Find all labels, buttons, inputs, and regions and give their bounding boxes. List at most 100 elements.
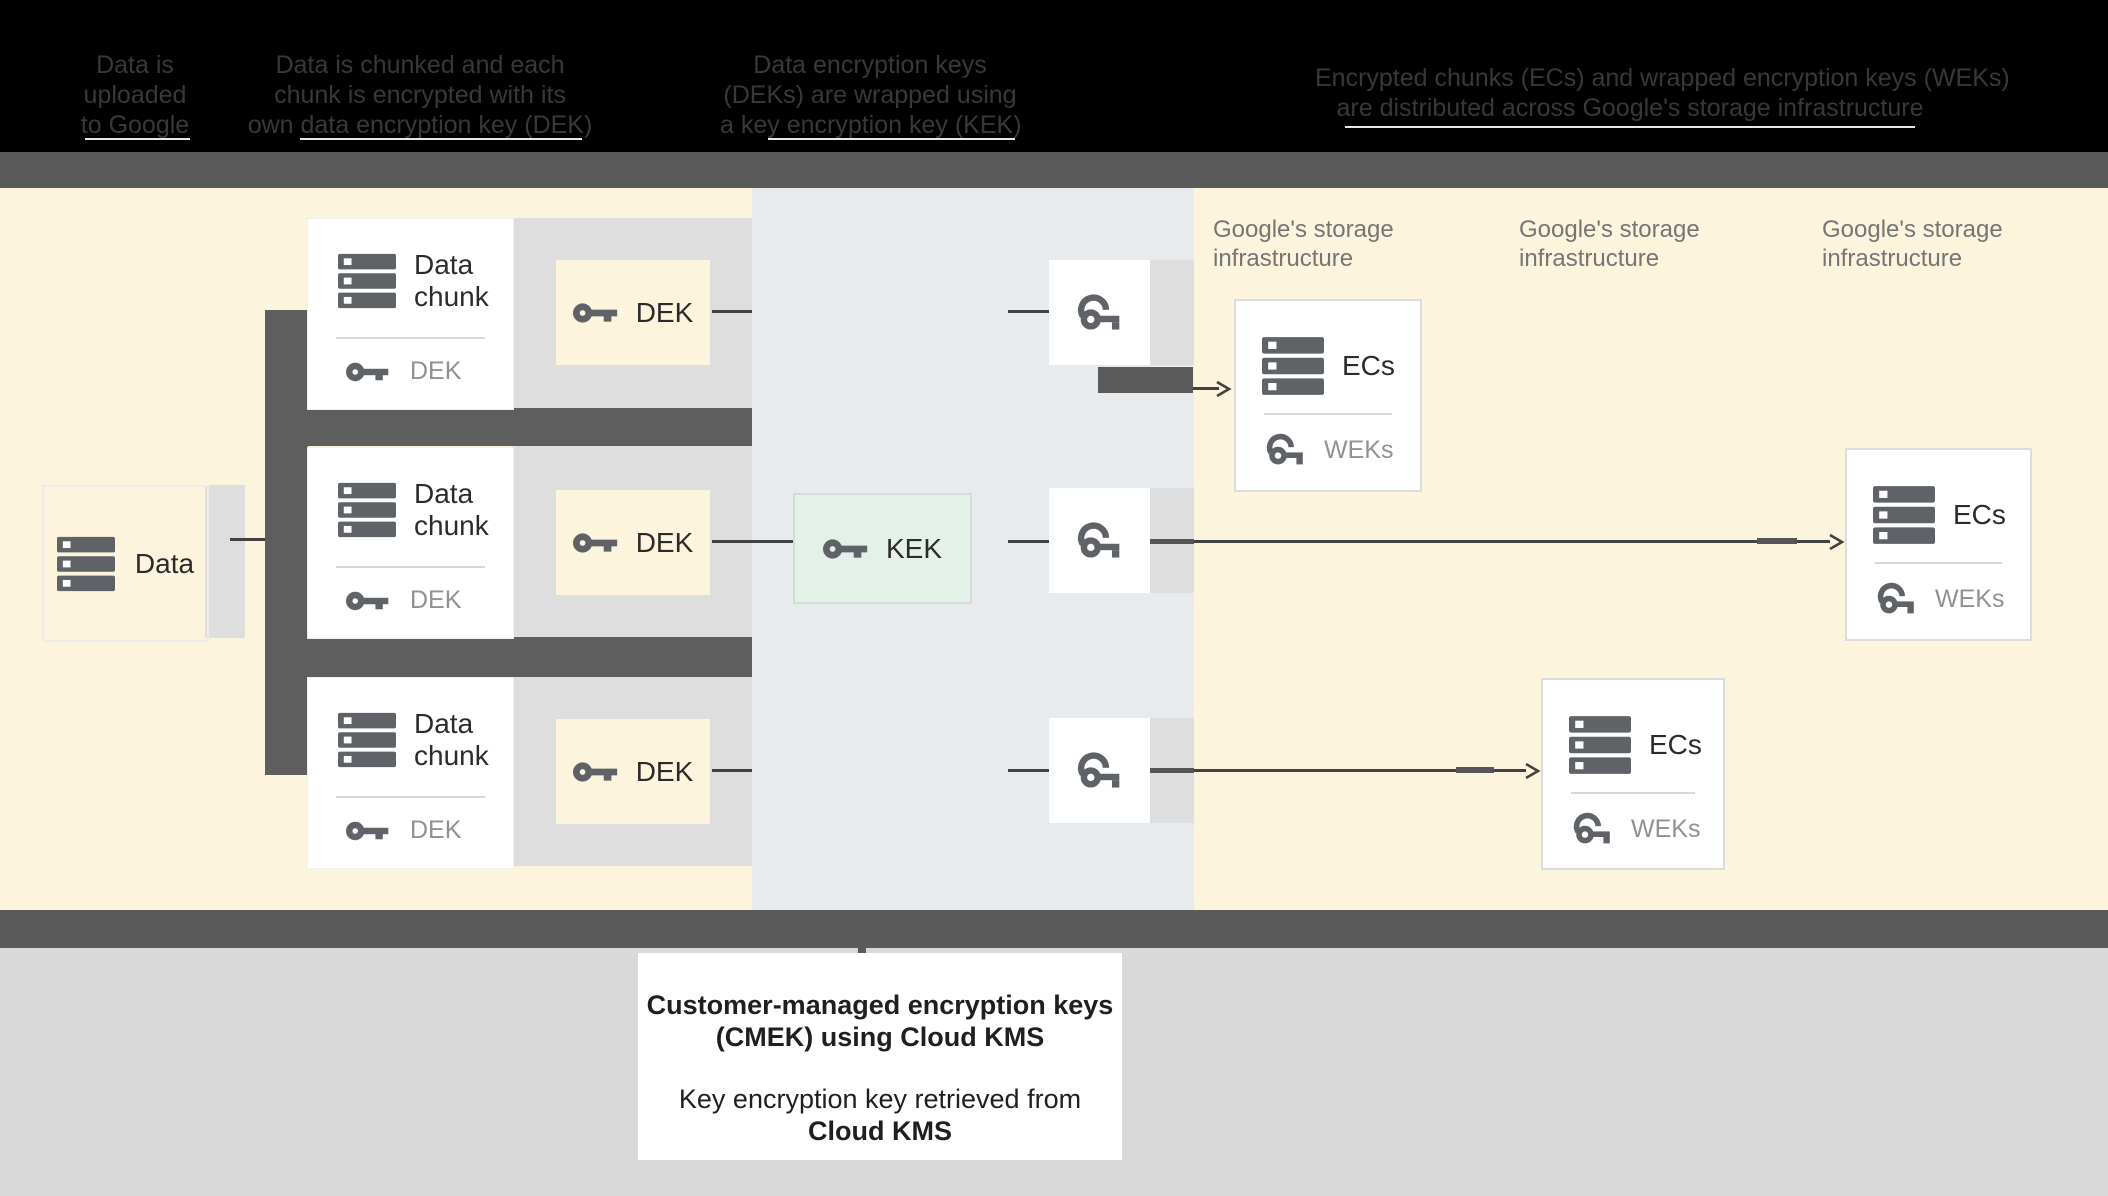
dek-label: DEK [635, 296, 694, 328]
chunk-divider [336, 337, 485, 339]
keybox-stub-1 [1150, 260, 1194, 365]
chunk-dek-label: DEK [410, 816, 462, 844]
wrapped-key-icon [1573, 812, 1610, 844]
kek-box: KEK [793, 493, 972, 604]
storage-label-line1: Google's storage [1519, 216, 1700, 243]
header-step-4-line2: are distributed across Google's storage … [1336, 94, 1924, 122]
arrow-line-row2 [1194, 540, 1757, 543]
connector-line-row2 [712, 540, 793, 543]
header-underline-3 [768, 138, 1015, 140]
data-chunk-title: Data chunk [414, 478, 489, 541]
wrap-key-box-3 [1049, 718, 1150, 823]
header-step-4-line1: Encrypted chunks (ECs) and wrapped encry… [1315, 64, 2010, 92]
branch-trunk [265, 310, 308, 775]
ecs-box-1: ECs WEKs [1234, 299, 1422, 492]
data-box: Data [42, 485, 209, 642]
header-step-3-line1: Data encryption keys [753, 51, 987, 79]
caption-pointer-tick [858, 946, 866, 956]
arrowhead-row2 [1829, 533, 1845, 551]
arrow-dash-row3 [1456, 767, 1494, 773]
header-step-3-line2: (DEKs) are wrapped using [723, 81, 1017, 109]
wrap-key-box-2 [1049, 488, 1150, 593]
header-step-1: Data is uploaded to Google [60, 50, 210, 140]
data-chunk-box-2: Data chunk DEK [307, 447, 514, 639]
header-step-2-line1: Data is chunked and each [275, 51, 565, 79]
storage-label-line2: infrastructure [1822, 245, 1963, 272]
caption-line-2: (CMEK) using Cloud KMS [715, 1022, 1045, 1052]
data-chunk-title: Data chunk [414, 708, 489, 771]
caption-line-4: Cloud KMS [808, 1116, 952, 1146]
arrowhead-row1 [1216, 380, 1232, 398]
arrow-line-row2-end [1797, 540, 1830, 543]
data-chunk-box-1: Data chunk DEK [307, 218, 514, 410]
ecs-title: ECs [1342, 350, 1395, 381]
wrapped-key-icon [1077, 293, 1119, 330]
branch-bar-1-overlay [265, 408, 752, 446]
arrow-line-row3-end [1494, 769, 1526, 772]
chunk-divider [336, 566, 485, 568]
data-connector-block [205, 485, 245, 638]
ecs-divider [1264, 413, 1392, 415]
dek-box-3: DEK [556, 719, 710, 824]
ecs-box-3: ECs WEKs [1541, 678, 1725, 870]
database-icon [1873, 486, 1935, 544]
key-icon [572, 302, 617, 323]
wrapped-key-icon [1077, 751, 1119, 788]
key-icon [346, 362, 389, 381]
weks-label: WEKs [1631, 814, 1701, 843]
key-icon [572, 532, 617, 553]
header-step-2: Data is chunked and each chunk is encryp… [245, 50, 595, 140]
storage-label-line2: infrastructure [1519, 245, 1660, 272]
wrapped-key-icon [1266, 433, 1303, 465]
storage-label-1: Google's storage infrastructure [1213, 215, 1443, 273]
header-step-3: Data encryption keys (DEKs) are wrapped … [720, 50, 1022, 140]
header-step-4: Encrypted chunks (ECs) and wrapped encry… [1315, 63, 2010, 123]
key-icon [822, 538, 868, 559]
chunk-dek-label: DEK [410, 357, 462, 385]
chunk-divider [336, 796, 485, 798]
wrapped-key-icon [1877, 582, 1914, 614]
bottom-gray-band [0, 910, 2108, 948]
storage-label-line1: Google's storage [1213, 216, 1394, 243]
chunk-dek-label: DEK [410, 586, 462, 614]
weks-label: WEKs [1935, 584, 2005, 613]
connector-line-row1 [712, 310, 752, 313]
branch-bar-2-overlay [265, 637, 752, 677]
stub-line-row3 [1008, 769, 1050, 772]
dek-box-2: DEK [556, 490, 710, 595]
ecs-title: ECs [1953, 499, 2006, 530]
header-step-1-line3: to Google [80, 111, 190, 139]
database-icon [56, 536, 115, 591]
caption-line-3: Key encryption key retrieved from [678, 1084, 1082, 1114]
arrow-line-row1 [1193, 387, 1219, 390]
thick-connector-pipe [1098, 367, 1193, 393]
arrowhead-row3 [1525, 762, 1541, 780]
storage-label-2: Google's storage infrastructure [1519, 215, 1749, 273]
storage-label-line1: Google's storage [1822, 216, 2003, 243]
header-underline-2 [300, 138, 582, 140]
caption-line-1: Customer-managed encryption keys [646, 990, 1114, 1020]
arrow-dash-row2 [1757, 538, 1797, 544]
data-chunk-box-3: Data chunk DEK [307, 677, 514, 869]
connector-line-data [230, 538, 268, 541]
key-icon [572, 761, 617, 782]
dek-box-1: DEK [556, 260, 710, 365]
data-chunk-title: Data chunk [414, 249, 489, 312]
dek-label: DEK [635, 755, 694, 787]
header-step-1-line1: Data is [96, 51, 174, 79]
database-icon [1262, 337, 1324, 395]
weks-label: WEKs [1324, 435, 1394, 464]
arrow-line-row3 [1194, 769, 1456, 772]
header-step-2-line3: own data encryption key (DEK) [247, 111, 593, 139]
storage-label-line2: infrastructure [1213, 245, 1354, 272]
dek-label: DEK [635, 526, 694, 558]
storage-label-3: Google's storage infrastructure [1822, 215, 2052, 273]
top-gray-band [0, 152, 2108, 188]
wrapped-key-icon [1077, 521, 1119, 558]
ecs-box-2: ECs WEKs [1845, 448, 2032, 641]
header-step-2-line2: chunk is encrypted with its [274, 81, 566, 109]
ecs-divider [1875, 562, 2002, 564]
caption-box: Customer-managed encryption keys (CMEK) … [638, 953, 1122, 1160]
database-icon [338, 482, 396, 538]
